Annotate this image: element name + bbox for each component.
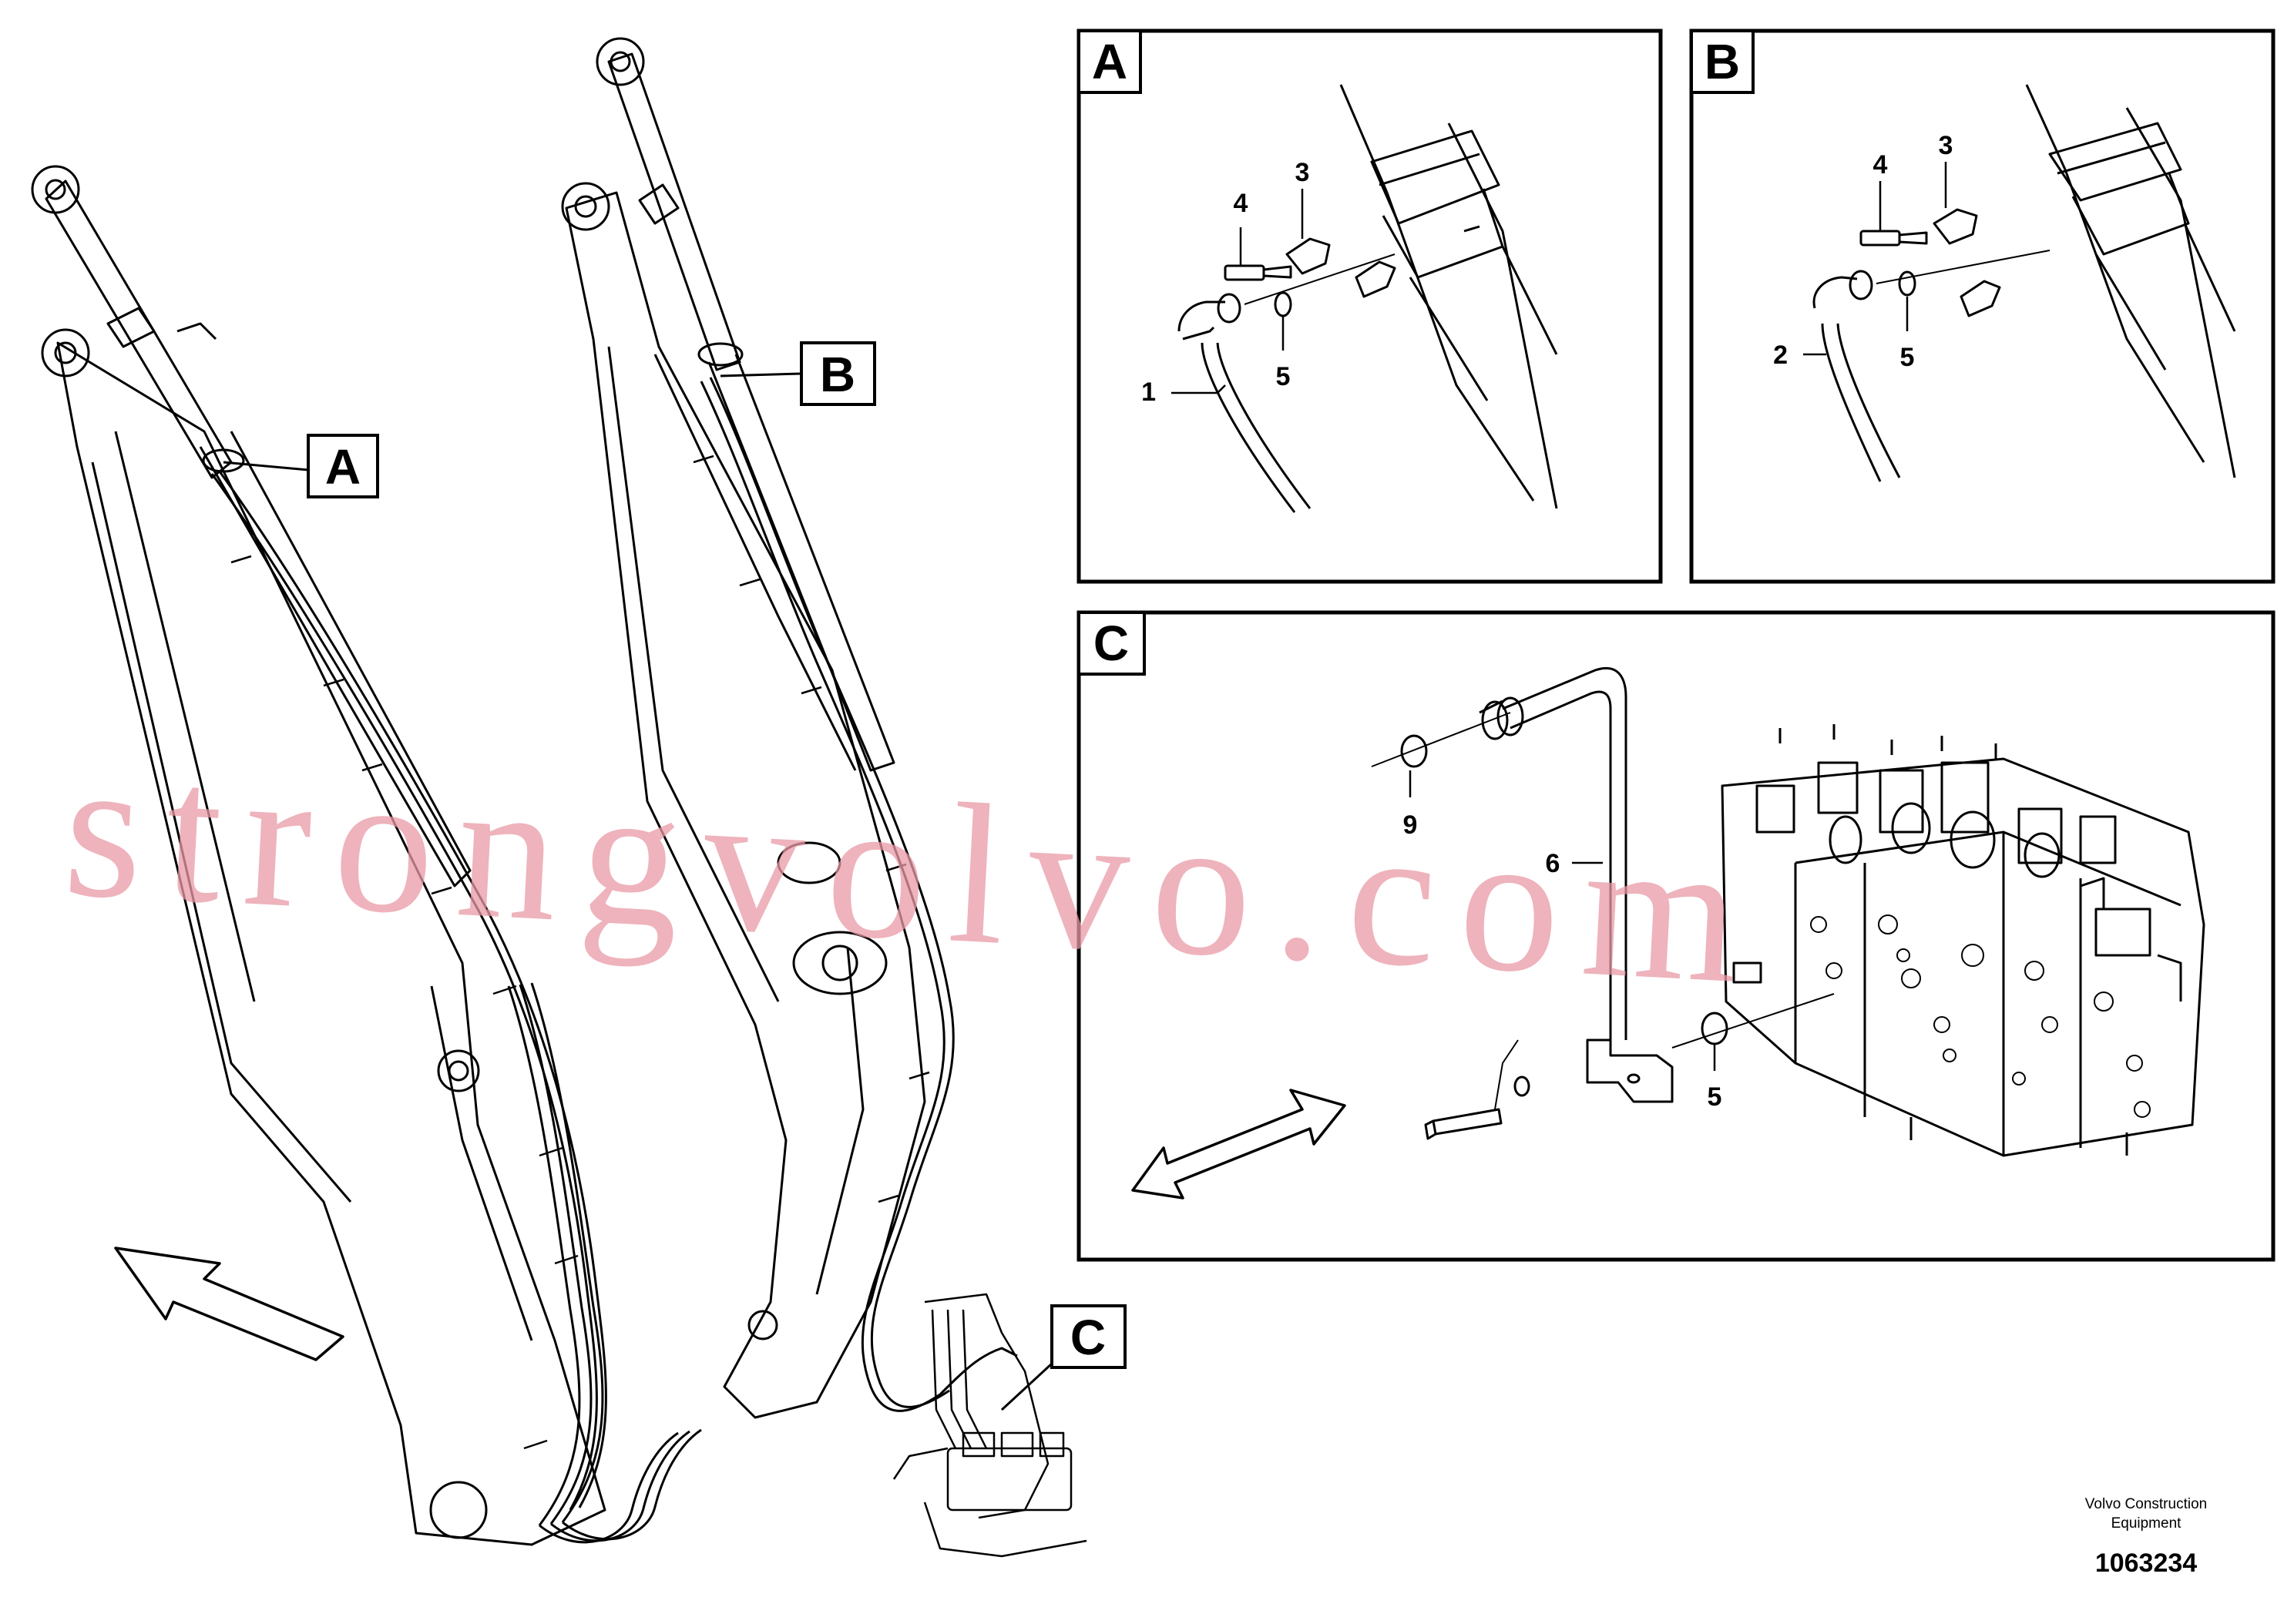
part-label-6: 6 [1546, 849, 1560, 878]
control-valve-overview [892, 1293, 1087, 1558]
document-number: 1063234 [2095, 1549, 2197, 1578]
callout-tag-a: A [307, 434, 379, 498]
part-label-5-b: 5 [1900, 343, 1915, 372]
callout-tag-c: C [1050, 1304, 1127, 1369]
detail-c-tag: C [1093, 616, 1129, 671]
part-label-5-a: 5 [1276, 362, 1291, 391]
company-name-line2: Equipment [2111, 1515, 2182, 1532]
part-label-1: 1 [1141, 377, 1156, 407]
callout-tag-b: B [800, 341, 876, 406]
part-label-4-b: 4 [1873, 150, 1888, 180]
part-label-3-a: 3 [1295, 158, 1310, 187]
detail-panel-a: A [1076, 29, 1663, 584]
part-label-2: 2 [1773, 341, 1788, 370]
part-label-5-c: 5 [1708, 1082, 1722, 1112]
detail-panel-b: B [1689, 29, 2276, 584]
detail-a-tag: A [1092, 34, 1127, 89]
callout-tag-a-text: A [325, 439, 361, 495]
callout-tag-b-text: B [820, 347, 855, 402]
overview-callouts: A B C [223, 341, 1127, 1411]
part-label-3-b: 3 [1939, 131, 1953, 160]
direction-arrow-detail-c [1131, 1089, 1346, 1200]
callout-tag-c-text: C [1070, 1310, 1106, 1365]
part-label-9: 9 [1403, 810, 1418, 840]
part-label-4-a: 4 [1234, 189, 1248, 218]
boom-assembly-middle [561, 37, 1018, 1419]
footer: Volvo Construction Equipment 1063234 [2085, 1496, 2207, 1578]
direction-arrow-left [114, 1247, 344, 1361]
company-name-line1: Volvo Construction [2085, 1496, 2207, 1512]
detail-panel-c: C [1076, 610, 2276, 1262]
detail-b-tag: B [1705, 34, 1740, 89]
